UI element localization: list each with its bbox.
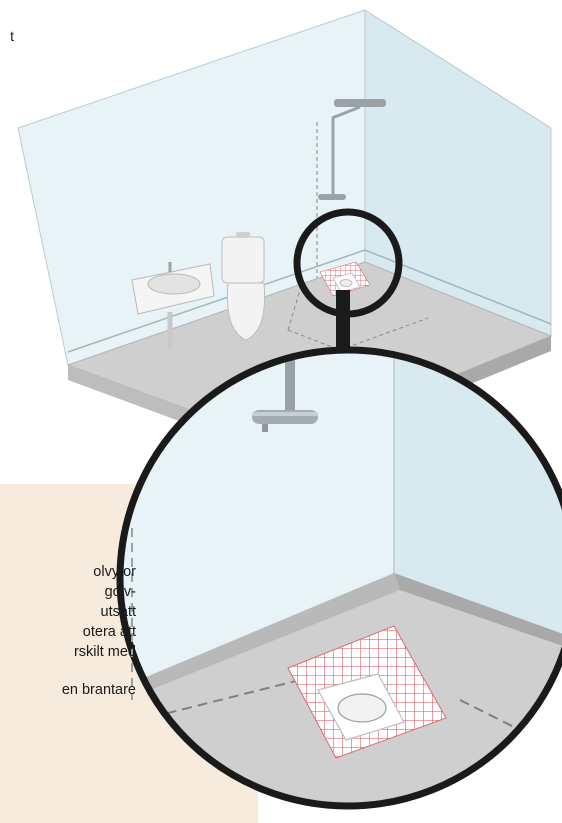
info-line: otera att (0, 622, 136, 642)
info-line: en brantare (0, 680, 136, 700)
info-text: olvytor golv- utsatt otera att rskilt me… (0, 562, 136, 700)
info-line (0, 662, 136, 680)
info-line: rskilt med (0, 642, 136, 662)
info-line: golv- (0, 582, 136, 602)
info-line: utsatt (0, 602, 136, 622)
top-text-fragment: t (0, 28, 14, 44)
info-line: olvytor (0, 562, 136, 582)
